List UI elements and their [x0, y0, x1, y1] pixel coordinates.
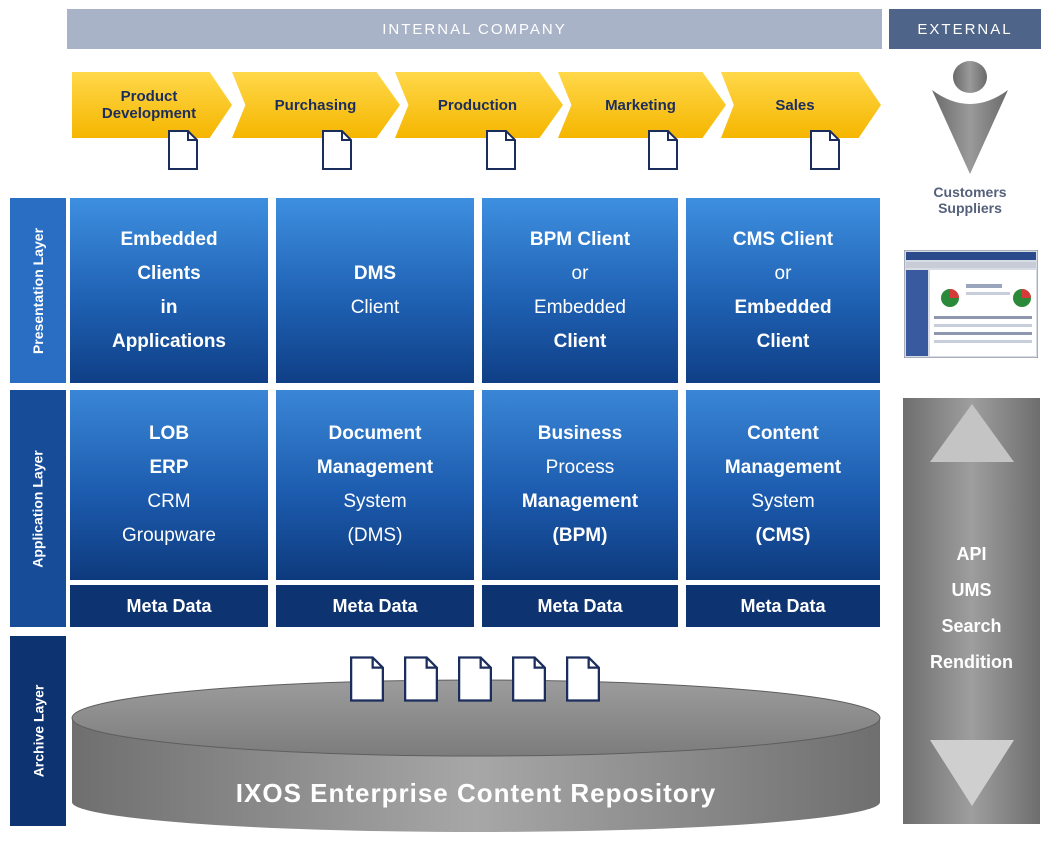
repository-label: IXOS Enterprise Content Repository: [235, 778, 717, 808]
external-parties-label: Customers Suppliers: [900, 184, 1040, 216]
document-icon: [648, 130, 678, 170]
document-icon: [458, 656, 492, 702]
rendition-label: Rendition: [930, 652, 1013, 672]
process-arrow-marketing: [558, 72, 726, 138]
arrow-down-icon: [930, 740, 1014, 806]
document-icon: [350, 656, 384, 702]
document-icon: [404, 656, 438, 702]
ums-label: UMS: [951, 580, 992, 600]
process-label-marketing: Marketing: [605, 96, 676, 114]
web-client-screenshot-icon: [904, 250, 1038, 358]
document-icon: [810, 130, 840, 170]
document-icon: [322, 130, 352, 170]
meta-data-cell: Meta Data: [686, 585, 880, 627]
document-icon: [512, 656, 546, 702]
process-arrow-sales: [721, 72, 881, 138]
internal-company-header: INTERNAL COMPANY: [67, 9, 882, 49]
suppliers-label: Suppliers: [938, 200, 1002, 216]
process-label-purchasing: Purchasing: [274, 96, 357, 114]
api-services-list: API UMS Search Rendition: [903, 536, 1040, 680]
process-arrow-purchasing: [232, 72, 400, 138]
content-repository-cylinder: [71, 679, 881, 832]
document-icon: [566, 656, 600, 702]
meta-data-cell: Meta Data: [276, 585, 474, 627]
meta-data-cell: Meta Data: [482, 585, 678, 627]
process-label-production: Production: [437, 96, 518, 114]
process-arrow-production: [395, 72, 563, 138]
api-label: API: [956, 544, 987, 564]
internal-company-label: INTERNAL COMPANY: [382, 20, 567, 38]
process-arrow-product-development: [72, 72, 232, 138]
archive-layer-label: Archive Layer: [10, 636, 66, 826]
person-icon: [932, 61, 1008, 174]
search-label: Search: [941, 616, 1002, 636]
customers-label: Customers: [933, 184, 1007, 200]
process-label-sales: Sales: [775, 96, 815, 114]
meta-data-cell: Meta Data: [70, 585, 268, 627]
document-icon: [486, 130, 516, 170]
application-layer-label: Application Layer: [10, 390, 66, 627]
process-label-product-development: Product Development: [101, 88, 197, 122]
presentation-layer-label: Presentation Layer: [10, 198, 66, 383]
external-label: EXTERNAL: [917, 20, 1013, 38]
external-header: EXTERNAL: [889, 9, 1041, 49]
arrow-up-icon: [930, 404, 1014, 462]
document-icon: [168, 130, 198, 170]
